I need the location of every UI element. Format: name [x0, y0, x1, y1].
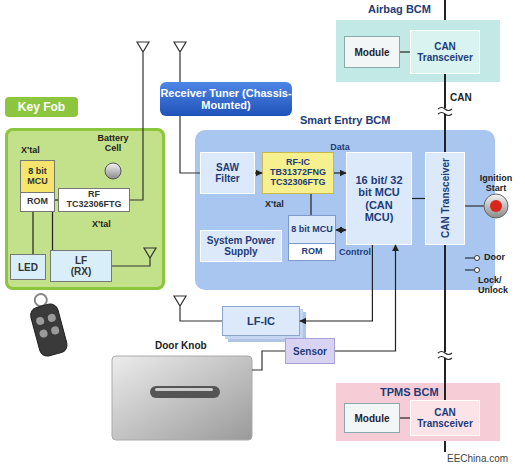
lf-receiver-box: LF (RX): [50, 250, 112, 282]
key-fob-button: [35, 316, 45, 326]
node-label: CAN Transceiver: [440, 158, 451, 238]
memory-label: ROM: [289, 243, 335, 260]
key-fob-button: [47, 313, 57, 323]
node-label: Receiver Tuner (Chassis-Mounted): [160, 87, 292, 111]
node-label: System Power Supply: [206, 235, 276, 257]
node-label: Module: [355, 47, 390, 58]
bus-break-mark: [438, 352, 452, 360]
memory-label: ROM: [21, 192, 54, 211]
node-label: RF TC32306FTG: [64, 190, 124, 210]
transceiver-box: CAN Transceiver: [425, 152, 465, 245]
door-handle: [150, 386, 220, 398]
battery-label: Battery Cell: [92, 134, 134, 154]
edge-label: Data: [330, 142, 350, 152]
key-ring: [33, 293, 48, 308]
ignition-label: Ignition Start: [470, 174, 522, 194]
bcm-box: Airbag BCMModuleCAN Transceiver: [336, 20, 500, 82]
transceiver-box: CAN Transceiver: [410, 400, 480, 436]
node-label: Module: [355, 413, 390, 424]
tuner-banner: Receiver Tuner (Chassis-Mounted): [160, 82, 292, 116]
node-label: Sensor: [293, 346, 327, 357]
bcm-heading: Smart Entry BCM: [300, 114, 390, 126]
node-label: SAW Filter: [208, 162, 248, 184]
lf-ic-box: LF-IC: [222, 306, 300, 336]
key-fob-illustration: [26, 291, 69, 358]
node-label: CAN Transceiver: [411, 407, 479, 429]
module-box: Module: [344, 36, 400, 68]
key-fob-button: [39, 329, 49, 339]
rf-chip-box: RF-IC TB31372FNG TC32306FTG: [262, 152, 334, 194]
bus-break-gap: [438, 108, 452, 114]
crystal-label: X'tal: [21, 146, 40, 156]
bcm-box: TPMS BCM Module CAN Transceiver: [336, 383, 500, 441]
key-fob-tab: Key Fob: [5, 97, 78, 117]
chip-label: 8 bit MCU: [289, 216, 335, 243]
bus-break-mark: [438, 108, 452, 116]
led-box: LED: [10, 254, 46, 280]
antenna-symbol: [174, 296, 222, 321]
switch-label: Door: [484, 253, 505, 263]
key-fob-button: [50, 326, 60, 336]
edge-label: Control: [339, 247, 371, 257]
bcm-box: Smart Entry BCMSAW FilterRF-IC TB31372FN…: [195, 130, 495, 290]
door-handle-highlight: [155, 388, 213, 391]
rf-chip-box: RF TC32306FTG: [58, 188, 130, 212]
bus-break-gap: [438, 352, 452, 358]
filter-box: SAW Filter: [200, 152, 255, 194]
key-fob-body: [29, 302, 69, 358]
door-knob-label: Door Knob: [155, 340, 207, 351]
can-bus-wire: [444, 0, 446, 20]
power-supply-box: System Power Supply: [200, 230, 282, 262]
node-label: CAN Transceiver: [411, 41, 479, 63]
watermark: EEChina.com: [447, 453, 508, 464]
node-label: RF-IC TB31372FNG TC32306FTG: [265, 158, 331, 188]
bcm-heading: Airbag BCM: [368, 3, 431, 15]
crystal-label: X'tal: [92, 220, 111, 230]
node-label: 16 bit/ 32 bit MCU (CAN MCU): [354, 174, 404, 222]
transceiver-box: CAN Transceiver: [410, 30, 480, 74]
chip-label: 8 bit MCU: [21, 161, 54, 192]
mcu-box: 8 bit MCUROM: [288, 215, 336, 261]
node-label: LF-IC: [247, 315, 275, 327]
bus-label: CAN: [450, 92, 472, 103]
artwork-layer: [26, 0, 508, 452]
can-bus-wire: [444, 441, 446, 452]
mcu-box: 8 bit MCUROM: [20, 160, 55, 212]
module-box: Module: [344, 403, 400, 433]
mcu-box: 16 bit/ 32 bit MCU (CAN MCU): [346, 152, 412, 245]
sensor-box: Sensor: [285, 338, 335, 364]
bcm-heading: TPMS BCM: [380, 386, 439, 398]
car-door-panel: [112, 356, 252, 440]
node-label: LF (RX): [66, 255, 96, 277]
sensor-wire: [252, 351, 285, 370]
crystal-label: X'tal: [265, 200, 284, 210]
node-label: LED: [18, 262, 38, 273]
switch-label: Lock/ Unlock: [478, 276, 518, 296]
